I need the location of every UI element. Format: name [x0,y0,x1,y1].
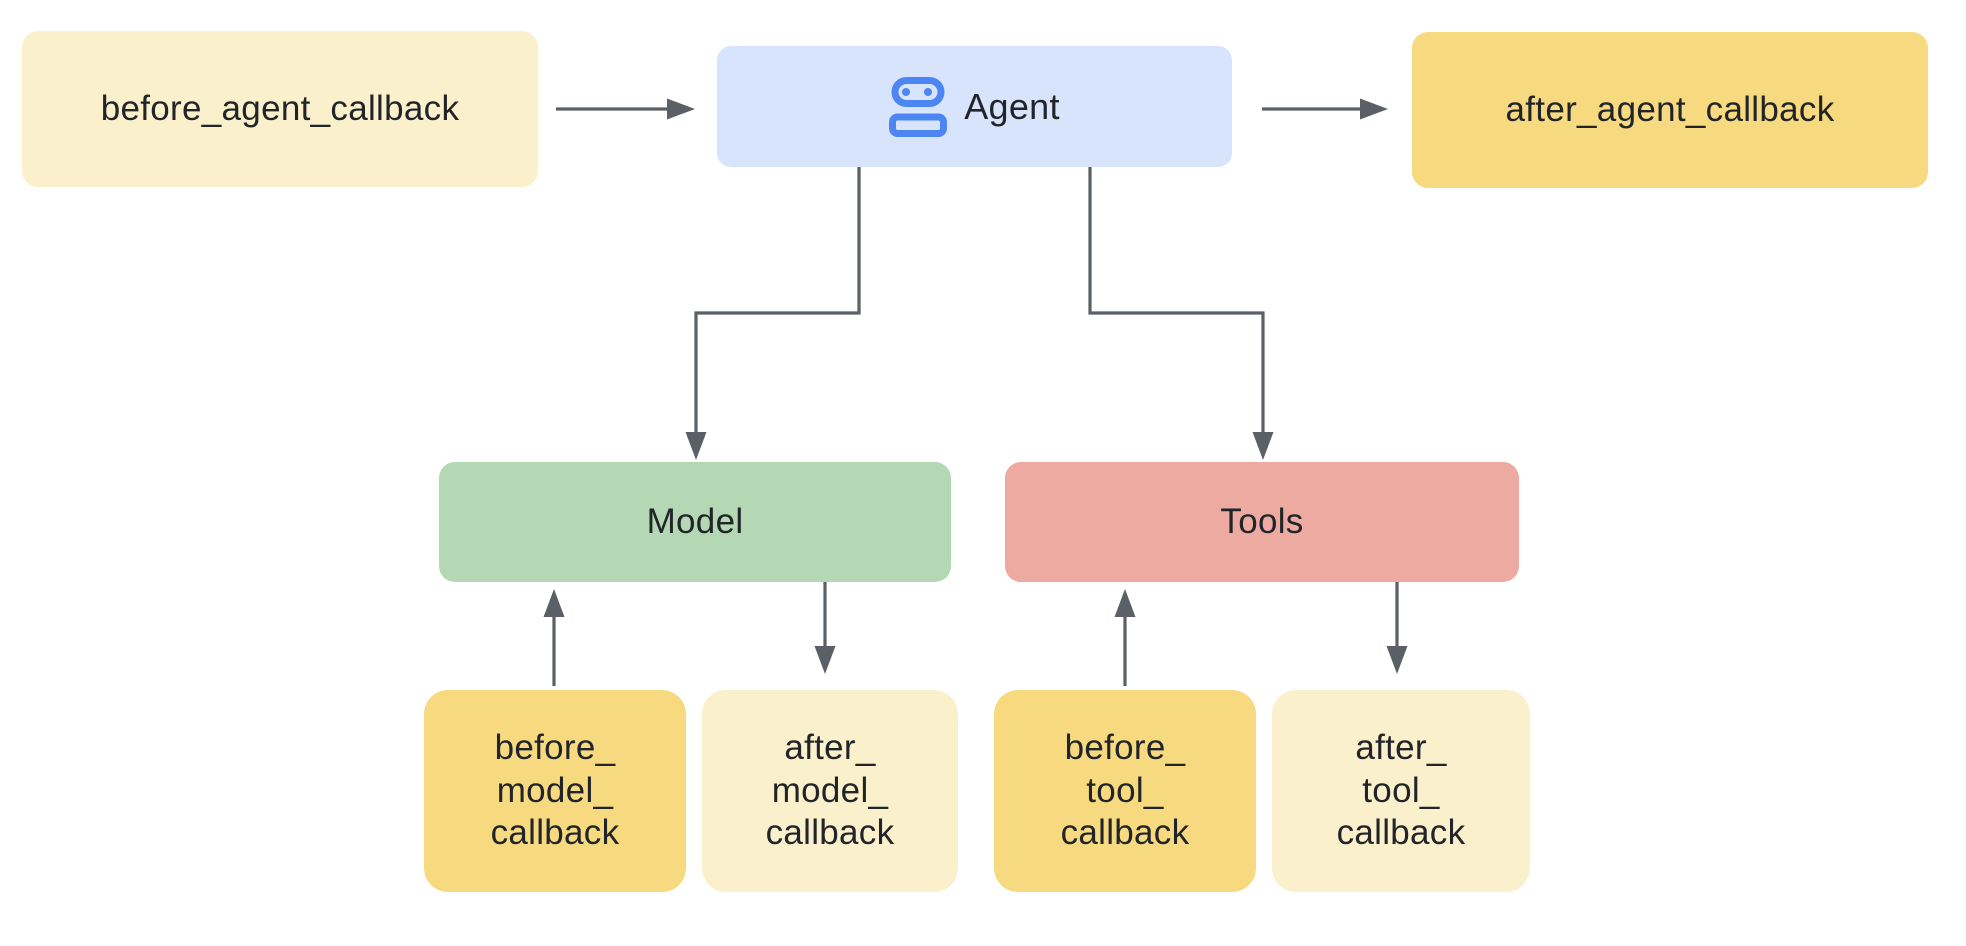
node-before-tool-callback: before_ tool_ callback [994,690,1256,892]
node-label: before_ tool_ callback [1060,727,1190,853]
edge-agent-to-after-agent [1262,98,1388,120]
node-label: Tools [1220,501,1304,541]
edge-model-to-after-model [814,582,836,674]
node-before-model-callback: before_ model_ callback [424,690,686,892]
edge-agent-to-model [685,166,861,460]
node-after-agent-callback: after_agent_callback [1412,32,1928,188]
node-tools: Tools [1005,462,1519,582]
node-label: before_ model_ callback [490,727,620,853]
edge-before-agent-to-agent [556,98,695,120]
node-after-tool-callback: after_ tool_ callback [1272,690,1530,892]
node-before-agent-callback: before_agent_callback [22,31,538,187]
edge-agent-to-tools [1088,166,1274,460]
node-label: after_agent_callback [1505,89,1835,129]
edge-before-model-to-model [543,589,565,686]
node-label: Agent [964,85,1060,127]
robot-icon [889,76,948,137]
node-label: before_agent_callback [100,88,460,128]
node-after-model-callback: after_ model_ callback [702,690,958,892]
edge-before-tool-to-tools [1114,589,1136,686]
node-label: Model [646,501,744,541]
node-label: after_ tool_ callback [1336,727,1466,853]
node-label: after_ model_ callback [765,727,895,853]
node-model: Model [439,462,951,582]
edge-tools-to-after-tool [1386,582,1408,674]
node-agent: Agent [717,46,1232,167]
